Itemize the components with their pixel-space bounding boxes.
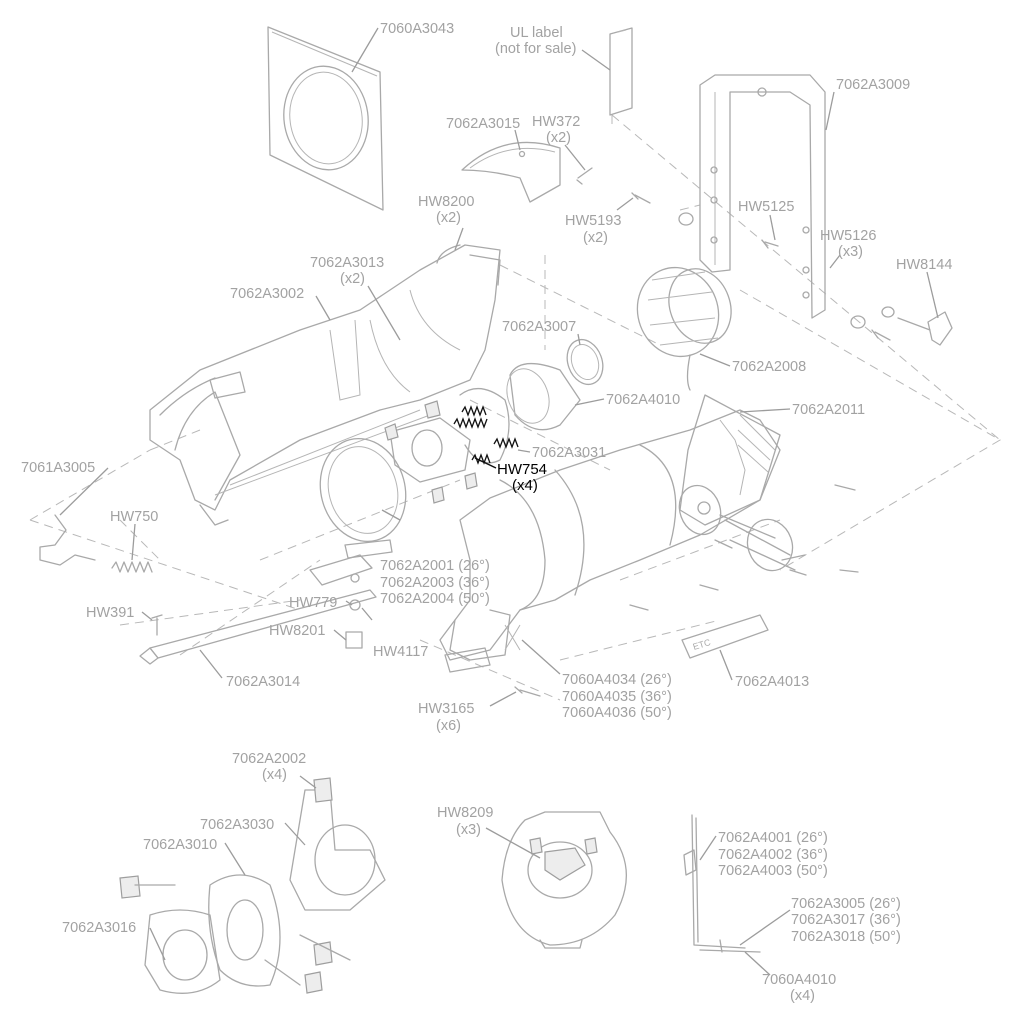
label-7062A3018: 7062A3018 (50°): [791, 929, 901, 945]
label-7062A3009: 7062A3009: [836, 77, 910, 93]
hw754-springs-part: [453, 405, 519, 465]
locking-knob-part: [897, 311, 953, 346]
leader-lines: [59, 27, 939, 976]
label-7060A4036: 7060A4036 (50°): [562, 705, 672, 721]
label-hw5126: HW5126: [820, 228, 876, 244]
label-hw8201: HW8201: [269, 623, 325, 639]
label-hw754: HW754: [497, 461, 547, 478]
label-7062A3016: 7062A3016: [62, 920, 136, 936]
label-hw372: HW372: [532, 114, 580, 130]
label-hw3165: HW3165: [418, 701, 474, 717]
label-7062A2011: 7062A2011: [792, 402, 865, 418]
label-hw5193-qty: (x2): [583, 230, 608, 246]
reflector-bracket-part: [683, 814, 761, 953]
label-7062A3030: 7062A3030: [200, 817, 274, 833]
label-7062A3014: 7062A3014: [226, 674, 300, 690]
label-7062A3005: 7062A3005 (26°): [791, 896, 901, 912]
shutter-set-part: [119, 777, 386, 994]
label-7060A4010-qty: (x4): [790, 988, 815, 1004]
label-7062A4002: 7062A4002 (36°): [718, 847, 828, 863]
bracket-spring-part: [39, 514, 153, 573]
small-hardware-top: [576, 167, 895, 341]
color-frame-part: [267, 26, 384, 211]
reflector-part: [506, 338, 604, 431]
assembly-guide-lines: [29, 114, 1001, 701]
label-7062A3031: 7062A3031: [532, 445, 606, 461]
label-ul-not-for-sale: (not for sale): [495, 41, 576, 57]
ul-label-part: [609, 27, 633, 116]
label-7062A3013: 7062A3013: [310, 255, 384, 271]
label-7060A4035: 7060A4035 (36°): [562, 689, 672, 705]
label-hw5126-qty: (x3): [838, 244, 863, 260]
lens-mount-part: [501, 811, 627, 949]
label-hw391: HW391: [86, 605, 134, 621]
label-7062A3013-qty: (x2): [340, 271, 365, 287]
label-hw750: HW750: [110, 509, 158, 525]
label-7062A3002: 7062A3002: [230, 286, 304, 302]
label-hw5125: HW5125: [738, 199, 794, 215]
shutter-assembly: [384, 388, 510, 504]
label-7062A2004: 7062A2004 (50°): [380, 591, 490, 607]
label-7060A4010: 7060A4010: [762, 972, 836, 988]
label-hw754-qty: (x4): [512, 477, 538, 494]
label-7062A2002: 7062A2002: [232, 751, 306, 767]
label-7062A2001: 7062A2001 (26°): [380, 558, 490, 574]
label-7060A4034: 7060A4034 (26°): [562, 672, 672, 688]
label-hw779: HW779: [289, 595, 337, 611]
label-7062A4013: 7062A4013: [735, 674, 809, 690]
label-hw8209: HW8209: [437, 805, 493, 821]
label-7062A2003: 7062A2003 (36°): [380, 575, 490, 591]
rear-plate-part: [629, 484, 859, 611]
label-hw8200-qty: (x2): [436, 210, 461, 226]
lens-tube-part: [439, 409, 781, 673]
base-rail-part: [139, 554, 377, 665]
label-7062A3007: 7062A3007: [502, 319, 576, 335]
main-housing-part: [149, 244, 501, 526]
yoke-part: [699, 74, 826, 319]
label-hw4117: HW4117: [373, 644, 428, 660]
svg-text:ETC: ETC: [692, 637, 713, 652]
rear-cap-part: [678, 394, 781, 536]
label-ul-label: UL label: [510, 25, 563, 41]
label-hw8144: HW8144: [896, 257, 952, 273]
label-7062A3017: 7062A3017 (36°): [791, 912, 901, 928]
gate-ring-part: [319, 437, 407, 559]
label-7060A3043: 7060A3043: [380, 21, 454, 37]
label-7062A3015: 7062A3015: [446, 116, 520, 132]
label-7062A4010: 7062A4010: [606, 392, 680, 408]
label-hw5193: HW5193: [565, 213, 621, 229]
top-shroud-part: [461, 141, 561, 203]
nameplate-part: ETC: [681, 614, 769, 659]
label-hw372-qty: (x2): [546, 130, 571, 146]
label-7061A3005: 7061A3005: [21, 460, 95, 476]
label-7062A3010: 7062A3010: [143, 837, 217, 853]
label-7062A2008: 7062A2008: [732, 359, 806, 375]
label-7062A4001: 7062A4001 (26°): [718, 830, 828, 846]
label-hw8200: HW8200: [418, 194, 474, 210]
lamp-socket-part: [636, 266, 732, 391]
part-labels: 7060A3043 UL label (not for sale) 7062A3…: [21, 21, 952, 1004]
screw-hw3165: [514, 686, 541, 697]
label-7062A2002-qty: (x4): [262, 767, 287, 783]
label-7062A4003: 7062A4003 (50°): [718, 863, 828, 879]
label-hw3165-qty: (x6): [436, 718, 461, 734]
label-hw8209-qty: (x3): [456, 822, 481, 838]
